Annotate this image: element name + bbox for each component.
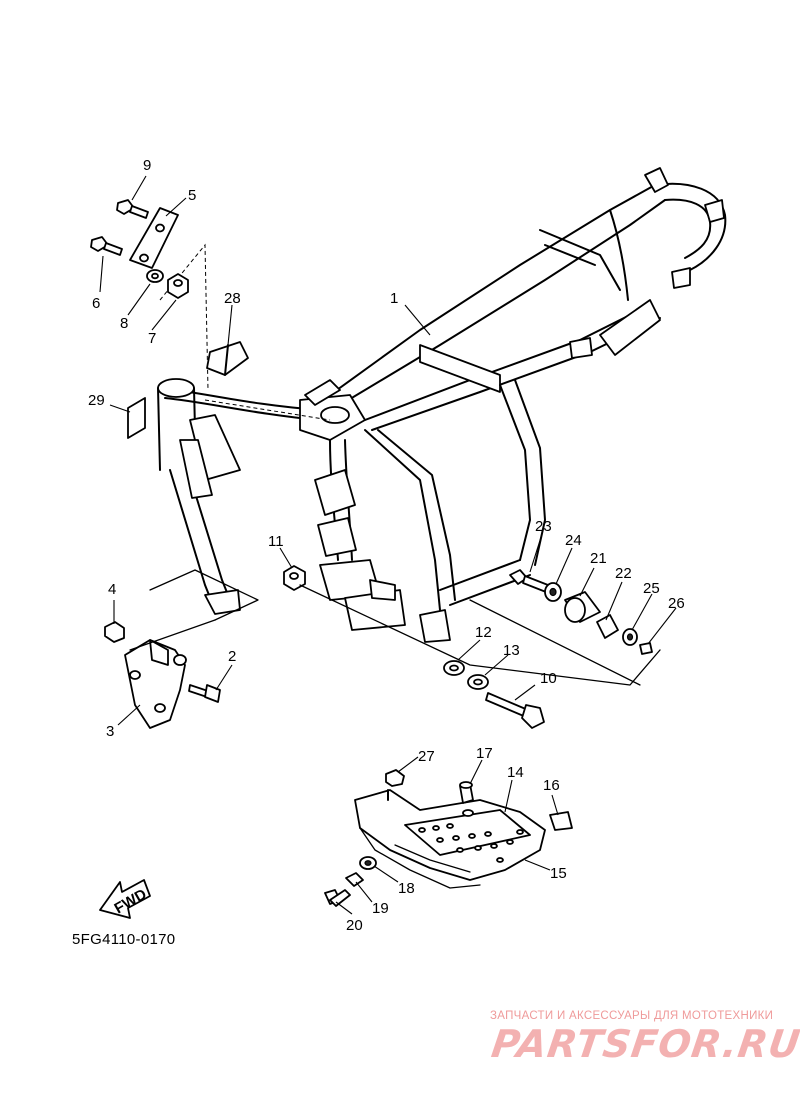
washer-25 [622,628,638,646]
bolt-2 [188,684,221,703]
callout-6: 6 [92,295,100,312]
callout-21: 21 [590,550,607,567]
washer-18 [359,856,377,870]
bolt-23 [509,569,549,593]
callouts: 1 2 3 4 5 6 7 8 9 10 11 12 13 14 15 16 1… [88,157,685,934]
callout-18: 18 [398,880,415,897]
diagram-code: 5FG4110-0170 [72,931,176,948]
leader-lines [99,175,677,915]
callout-17: 17 [476,745,493,762]
cap-16 [549,811,573,831]
washer-12 [443,660,465,676]
label-29 [127,397,146,439]
callout-5: 5 [188,187,196,204]
callout-3: 3 [106,723,114,740]
skid-plate [354,789,546,889]
collar-21 [564,591,601,623]
callout-14: 14 [507,764,524,781]
callout-16: 16 [543,777,560,794]
callout-1: 1 [390,290,398,307]
callout-23: 23 [535,518,552,535]
callout-2: 2 [228,648,236,665]
grommet-27 [385,769,405,801]
watermark-caption: ЗАПЧАСТИ И АКСЕССУАРЫ ДЛЯ МОТОТЕХНИКИ [490,1010,774,1022]
clip-28 [206,341,249,376]
nut-11 [283,565,306,591]
washer-8 [146,269,164,283]
washer-13 [467,674,489,690]
bolt-6 [90,236,123,256]
callout-12: 12 [475,624,492,641]
main-frame [157,167,727,643]
bolt-9 [116,199,149,219]
cap-26 [639,642,653,655]
callout-13: 13 [503,642,520,659]
bracket-plate-5 [129,207,179,269]
callout-25: 25 [643,580,660,597]
washer-19 [345,872,364,887]
callout-28: 28 [224,290,241,307]
engine-mount-bracket [124,639,187,729]
fwd-arrow-icon: FWD [99,879,151,919]
callout-19: 19 [372,900,389,917]
callout-29: 29 [88,392,105,409]
callout-10: 10 [540,670,557,687]
callout-11: 11 [268,533,284,550]
bolt-20 [324,889,351,907]
bolt-10 [485,692,545,729]
nut-4 [104,621,125,643]
callout-8: 8 [120,315,128,332]
callout-7: 7 [148,330,156,347]
callout-27: 27 [418,748,435,765]
spacer-22 [596,614,619,639]
callout-15: 15 [550,865,567,882]
washer-24 [544,582,562,602]
callout-4: 4 [108,581,116,598]
callout-24: 24 [565,532,582,549]
callout-22: 22 [615,565,632,582]
nut-7 [167,273,189,299]
watermark-logo: PARTSFOR.RU [488,1022,800,1066]
callout-26: 26 [668,595,685,612]
collar-17 [459,781,474,817]
callout-9: 9 [143,157,151,174]
callout-20: 20 [346,917,363,934]
